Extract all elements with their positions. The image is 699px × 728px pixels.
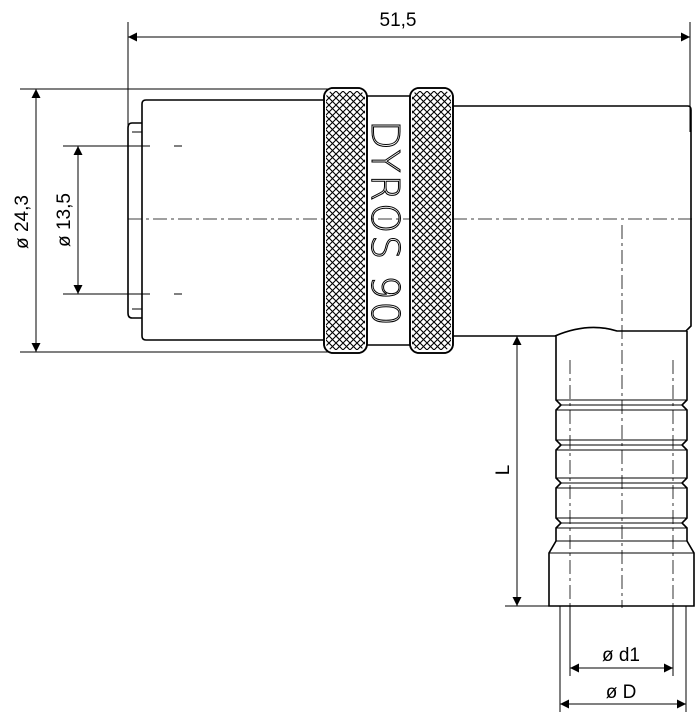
dimension-hose-outer-diameter: ø D xyxy=(560,682,686,709)
dimension-hose-inner-diameter: ø d1 xyxy=(570,645,673,673)
hose-outer-diameter-label: ø D xyxy=(606,682,637,703)
overall-length-label: 51,5 xyxy=(380,10,417,31)
front-body xyxy=(141,99,326,341)
knurl-ring-front xyxy=(323,87,368,354)
hose-barb xyxy=(548,331,695,607)
front-tip xyxy=(127,122,142,319)
knurl-ring-rear xyxy=(409,87,454,354)
outer-diameter-label: ø 24,3 xyxy=(12,195,33,249)
hose-inner-diameter-label: ø d1 xyxy=(602,645,640,666)
dimension-overall-length: 51,5 xyxy=(128,10,690,42)
dimension-outer-diameter: ø 24,3 xyxy=(12,89,41,352)
dimension-hose-length: L xyxy=(493,336,522,606)
bore-diameter-label: ø 13,5 xyxy=(54,193,75,247)
brand-engraving: DYROS 90 xyxy=(363,120,407,327)
elbow-body xyxy=(453,105,692,337)
hose-length-label: L xyxy=(493,465,514,476)
engraving-band: DYROS 90 xyxy=(363,95,410,346)
dimension-bore-diameter: ø 13,5 xyxy=(54,146,83,294)
